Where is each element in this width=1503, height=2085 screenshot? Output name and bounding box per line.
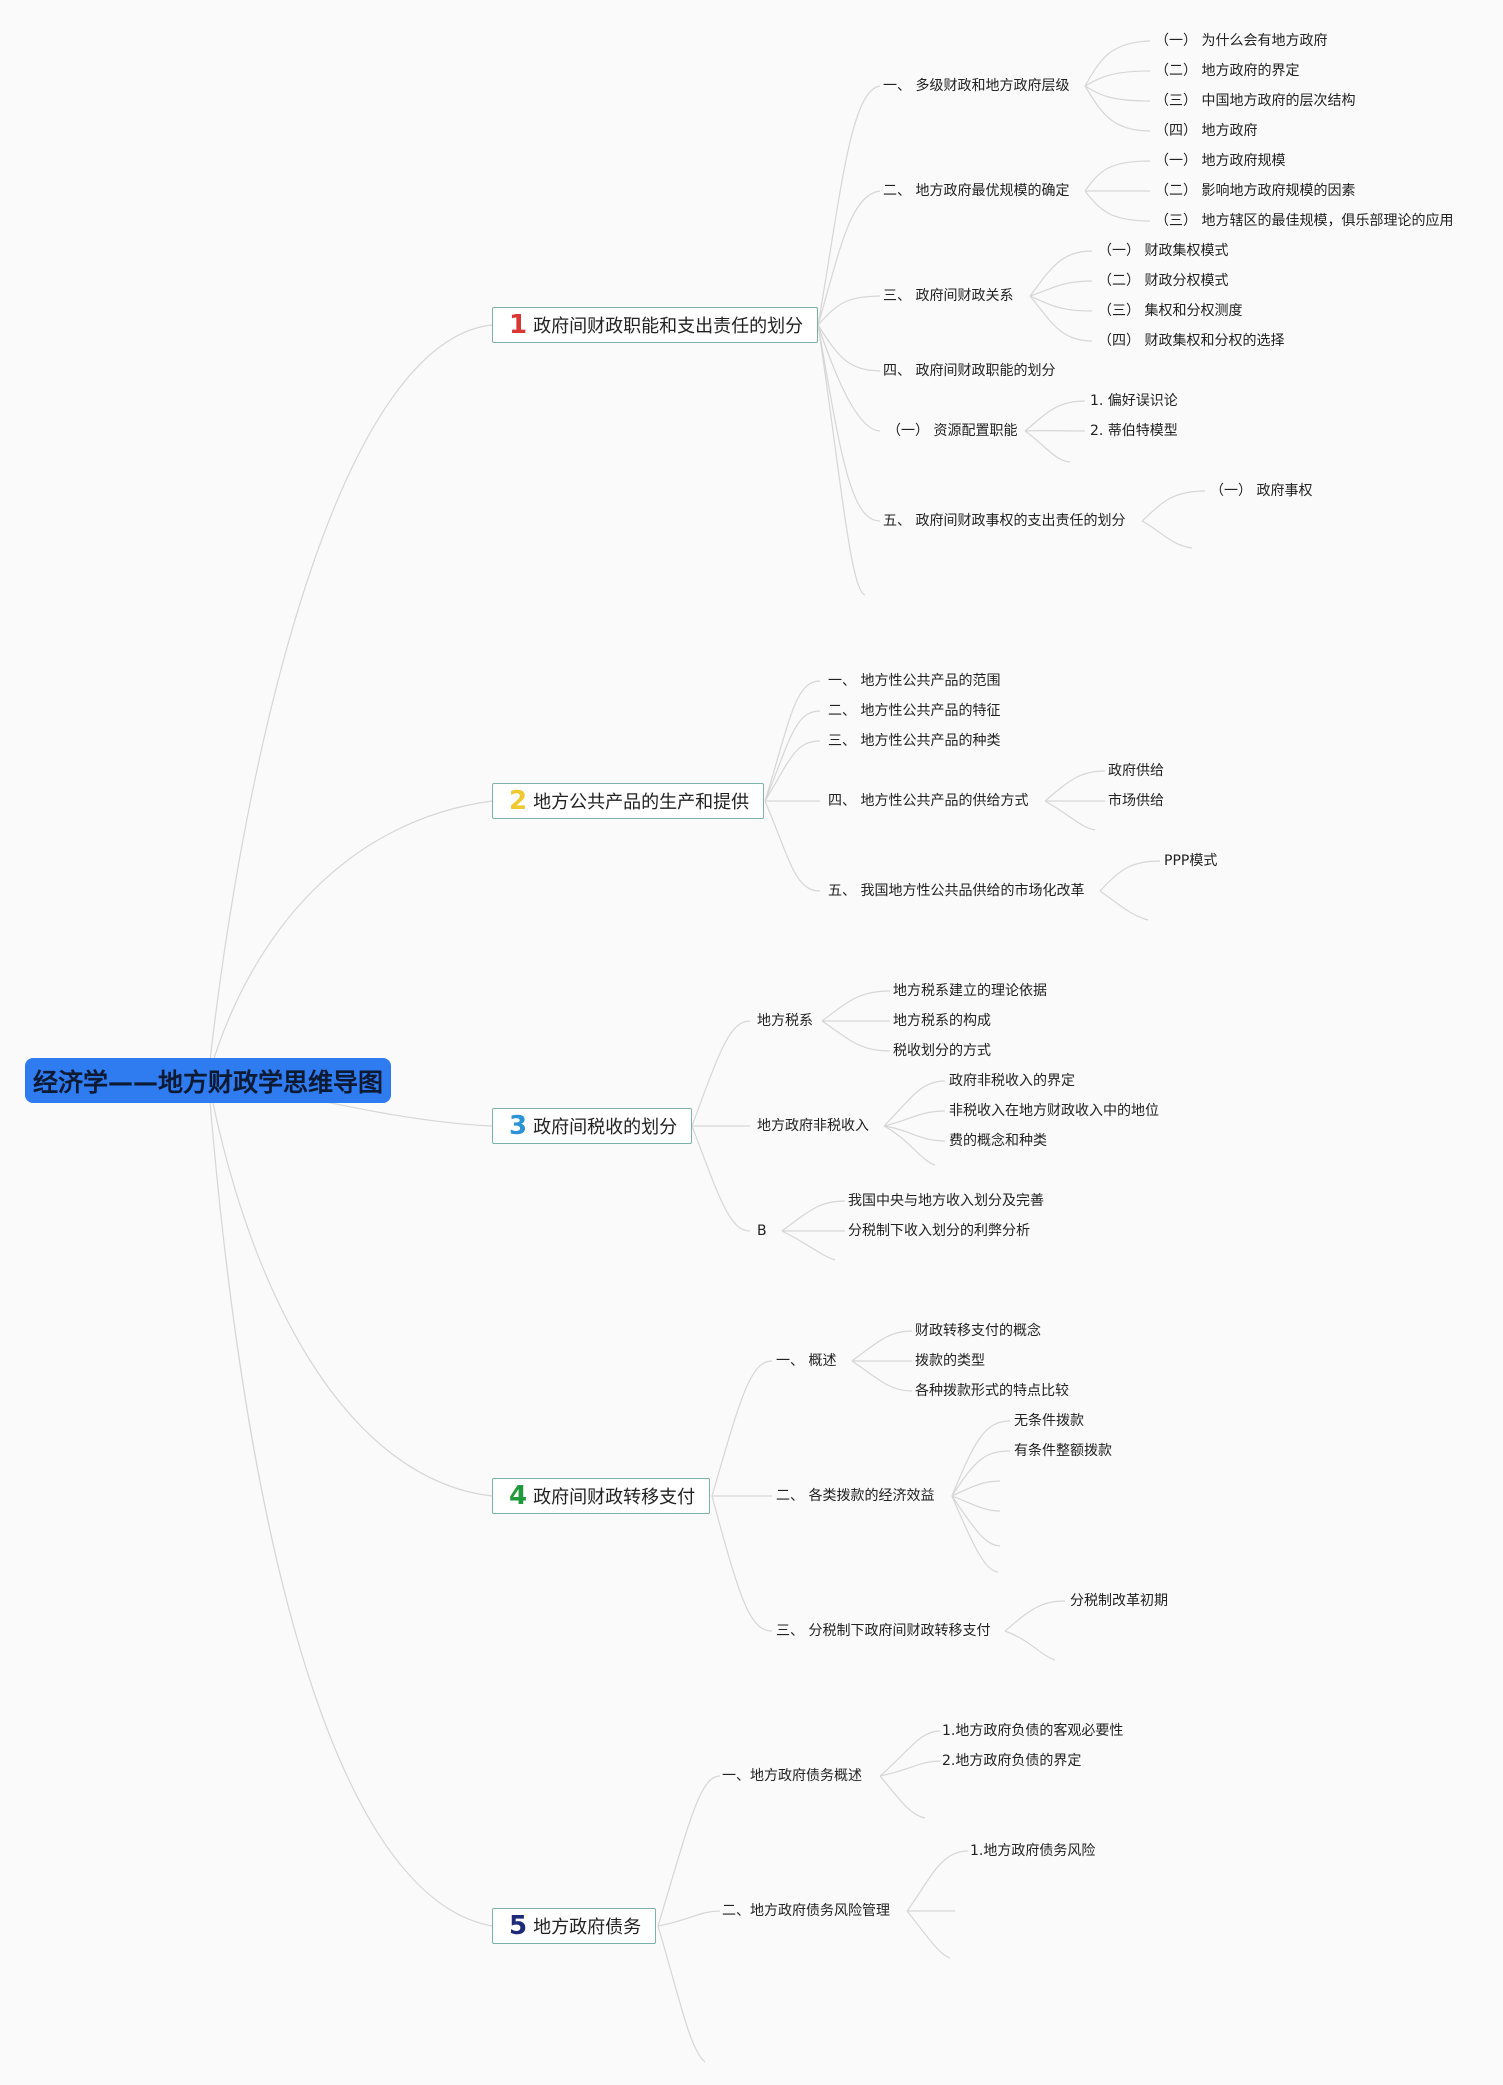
- subtopic-node[interactable]: 1. 偏好误识论: [1090, 393, 1178, 409]
- subtopic-node[interactable]: （四） 地方政府: [1155, 123, 1258, 139]
- subtopic-node[interactable]: 拨款的类型: [915, 1353, 985, 1369]
- subtopic-node[interactable]: 1.地方政府负债的客观必要性: [942, 1723, 1124, 1739]
- subtopic-node[interactable]: 地方税系的构成: [893, 1013, 991, 1029]
- branch-number: 2: [509, 786, 528, 816]
- subtopic-node[interactable]: （三） 地方辖区的最佳规模，俱乐部理论的应用: [1155, 213, 1454, 229]
- topic-node[interactable]: 三、 分税制下政府间财政转移支付: [776, 1623, 991, 1639]
- topic-node[interactable]: 五、 我国地方性公共品供给的市场化改革: [828, 883, 1085, 899]
- topic-node[interactable]: 四、 地方性公共产品的供给方式: [828, 793, 1029, 809]
- topic-node[interactable]: 二、 各类拨款的经济效益: [776, 1488, 935, 1504]
- subtopic-node[interactable]: 税收划分的方式: [893, 1043, 991, 1059]
- subtopic-node[interactable]: （一） 为什么会有地方政府: [1155, 33, 1328, 49]
- subtopic-node[interactable]: 费的概念和种类: [949, 1133, 1047, 1149]
- subtopic-node[interactable]: 1.地方政府债务风险: [970, 1843, 1096, 1859]
- subtopic-node[interactable]: PPP模式: [1164, 853, 1218, 869]
- branch-number: 5: [509, 1911, 528, 1941]
- subtopic-node[interactable]: （二） 地方政府的界定: [1155, 63, 1300, 79]
- branch-number: 1: [509, 310, 528, 340]
- branch-5[interactable]: 5 地方政府债务: [492, 1908, 657, 1944]
- subtopic-node[interactable]: 无条件拨款: [1014, 1413, 1084, 1429]
- subtopic-node[interactable]: 分税制改革初期: [1070, 1593, 1168, 1609]
- topic-node[interactable]: 二、 地方政府最优规模的确定: [883, 183, 1070, 199]
- topic-node[interactable]: B: [757, 1223, 767, 1239]
- topic-node[interactable]: 一、 概述: [776, 1353, 837, 1369]
- topic-node[interactable]: 三、 政府间财政关系: [883, 288, 1014, 304]
- subtopic-node[interactable]: （三） 集权和分权测度: [1098, 303, 1243, 319]
- subtopic-node[interactable]: 政府供给: [1108, 763, 1164, 779]
- root-node[interactable]: 经济学——地方财政学思维导图: [25, 1058, 391, 1103]
- branch-number: 3: [509, 1111, 528, 1141]
- branch-label: 政府间财政职能和支出责任的划分: [533, 316, 804, 337]
- subtopic-node[interactable]: （二） 财政分权模式: [1098, 273, 1229, 289]
- subtopic-node[interactable]: （一） 财政集权模式: [1098, 243, 1229, 259]
- topic-node[interactable]: 地方税系: [757, 1013, 813, 1029]
- subtopic-node[interactable]: 分税制下收入划分的利弊分析: [848, 1223, 1030, 1239]
- branch-label: 政府间税收的划分: [533, 1117, 678, 1138]
- topic-node[interactable]: 二、 地方性公共产品的特征: [828, 703, 1001, 719]
- subtopic-node[interactable]: 财政转移支付的概念: [915, 1323, 1041, 1339]
- subtopic-node[interactable]: （一） 政府事权: [1210, 483, 1313, 499]
- subtopic-node[interactable]: 我国中央与地方收入划分及完善: [848, 1193, 1044, 1209]
- topic-node[interactable]: 地方政府非税收入: [757, 1118, 869, 1134]
- subtopic-node[interactable]: 地方税系建立的理论依据: [893, 983, 1047, 999]
- branch-3[interactable]: 3 政府间税收的划分: [492, 1108, 693, 1144]
- branch-number: 4: [509, 1481, 528, 1511]
- subtopic-node[interactable]: （三） 中国地方政府的层次结构: [1155, 93, 1356, 109]
- subtopic-node[interactable]: 有条件整额拨款: [1014, 1443, 1112, 1459]
- subtopic-node[interactable]: 2. 蒂伯特模型: [1090, 423, 1178, 439]
- topic-node[interactable]: 五、 政府间财政事权的支出责任的划分: [883, 513, 1126, 529]
- branch-label: 地方政府债务: [533, 1917, 642, 1938]
- subtopic-node[interactable]: 市场供给: [1108, 793, 1164, 809]
- topic-node[interactable]: 四、 政府间财政职能的划分: [883, 363, 1056, 379]
- branch-label: 地方公共产品的生产和提供: [533, 792, 750, 813]
- topic-node[interactable]: 一、 多级财政和地方政府层级: [883, 78, 1070, 94]
- branch-label: 政府间财政转移支付: [533, 1487, 696, 1508]
- branch-1[interactable]: 1 政府间财政职能和支出责任的划分: [492, 307, 819, 343]
- subtopic-node[interactable]: 各种拨款形式的特点比较: [915, 1383, 1069, 1399]
- topic-node[interactable]: 一、 地方性公共产品的范围: [828, 673, 1001, 689]
- subtopic-node[interactable]: （二） 影响地方政府规模的因素: [1155, 183, 1356, 199]
- subtopic-node[interactable]: （四） 财政集权和分权的选择: [1098, 333, 1285, 349]
- topic-node[interactable]: 二、地方政府债务风险管理: [722, 1903, 890, 1919]
- topic-node[interactable]: （一） 资源配置职能: [887, 423, 1018, 439]
- topic-node[interactable]: 三、 地方性公共产品的种类: [828, 733, 1001, 749]
- subtopic-node[interactable]: 2.地方政府负债的界定: [942, 1753, 1082, 1769]
- subtopic-node[interactable]: （一） 地方政府规模: [1155, 153, 1286, 169]
- branch-4[interactable]: 4 政府间财政转移支付: [492, 1478, 711, 1514]
- subtopic-node[interactable]: 政府非税收入的界定: [949, 1073, 1075, 1089]
- topic-node[interactable]: 一、地方政府债务概述: [722, 1768, 862, 1784]
- subtopic-node[interactable]: 非税收入在地方财政收入中的地位: [949, 1103, 1159, 1119]
- branch-2[interactable]: 2 地方公共产品的生产和提供: [492, 783, 765, 819]
